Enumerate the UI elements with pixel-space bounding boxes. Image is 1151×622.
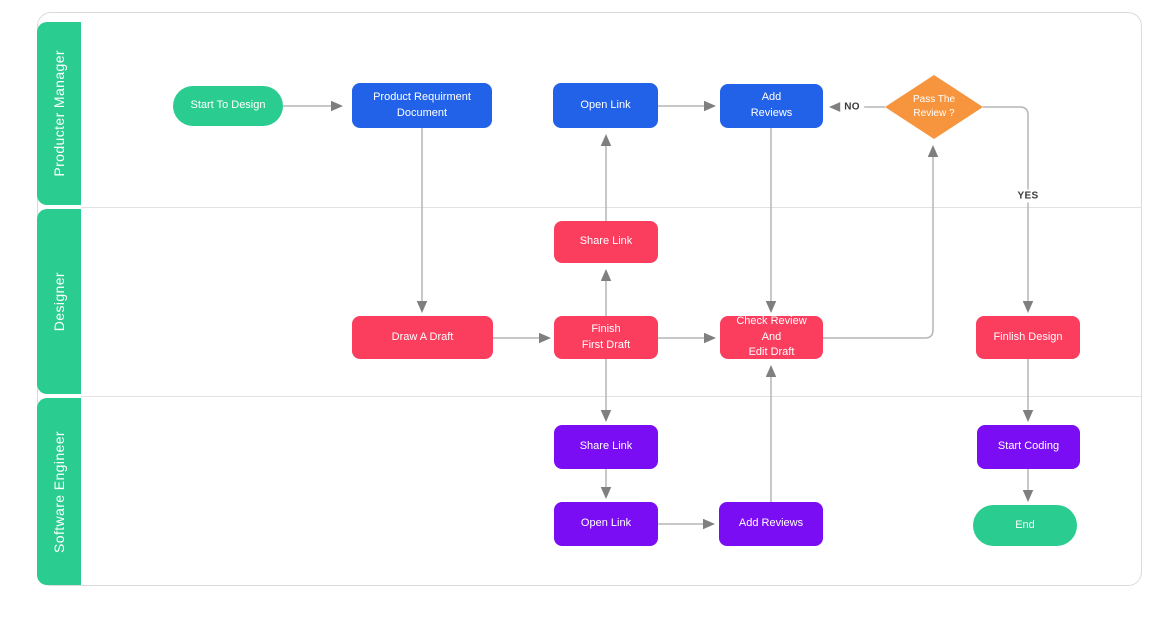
edge-label-yes: YES xyxy=(1013,189,1043,203)
lane-header-software-engineer[interactable]: Software Engineer xyxy=(37,398,81,585)
node-end[interactable]: End xyxy=(973,505,1077,546)
lane-label-producter-manager: Producter Manager xyxy=(51,50,67,177)
node-add-reviews-pm[interactable]: Add Reviews xyxy=(720,84,823,128)
node-check-review-and-edit-draft[interactable]: Check Review And Edit Draft xyxy=(720,315,823,359)
node-add-reviews-se[interactable]: Add Reviews xyxy=(719,502,823,546)
edge-label-no: NO xyxy=(840,100,864,114)
lane-header-producter-manager[interactable]: Producter Manager xyxy=(37,22,81,205)
node-draw-a-draft[interactable]: Draw A Draft xyxy=(352,316,493,359)
node-open-link-pm[interactable]: Open Link xyxy=(553,83,658,128)
lane-divider-1 xyxy=(81,207,1142,208)
node-share-link-designer[interactable]: Share Link xyxy=(554,221,658,263)
node-product-requirment-document[interactable]: Product Requirment Document xyxy=(352,83,492,128)
lane-label-software-engineer: Software Engineer xyxy=(51,430,67,553)
node-finlish-design[interactable]: Finlish Design xyxy=(976,316,1080,359)
node-start-to-design[interactable]: Start To Design xyxy=(173,86,283,126)
node-start-coding[interactable]: Start Coding xyxy=(977,425,1080,469)
node-finish-first-draft[interactable]: Finish First Draft xyxy=(554,316,658,359)
node-share-link-se[interactable]: Share Link xyxy=(554,425,658,469)
node-open-link-se[interactable]: Open Link xyxy=(554,502,658,546)
lane-label-designer: Designer xyxy=(51,271,67,332)
lane-header-designer[interactable]: Designer xyxy=(37,209,81,394)
lane-divider-2 xyxy=(81,396,1142,397)
